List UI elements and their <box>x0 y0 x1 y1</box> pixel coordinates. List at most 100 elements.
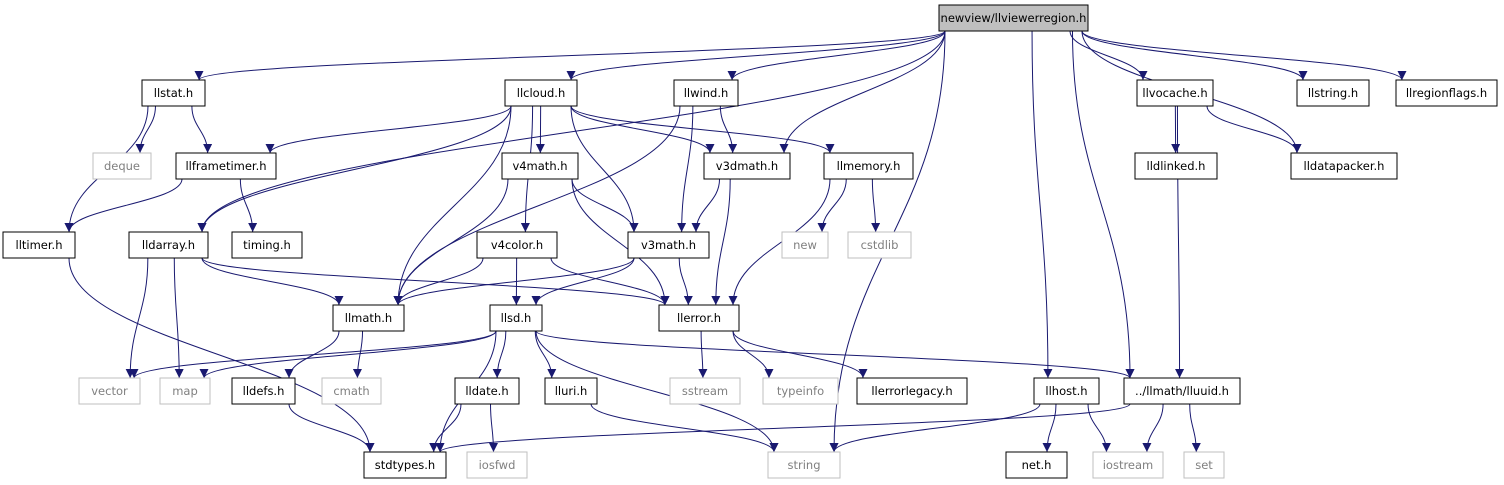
edge-v3math-to-llmath <box>393 257 635 306</box>
node-label-v4math: v4math.h <box>512 159 567 173</box>
node-box-llregionflags <box>1395 79 1498 107</box>
node-box-cmath <box>321 377 382 405</box>
edge-root-to-llstat <box>194 30 946 81</box>
node-label-net: net.h <box>1022 458 1052 472</box>
node-string: string <box>767 451 841 479</box>
node-label-map: map <box>172 384 198 398</box>
node-llregionflags[interactable]: llregionflags.h <box>1395 79 1498 107</box>
node-llstring[interactable]: llstring.h <box>1296 79 1370 107</box>
node-box-llhost <box>1033 377 1100 405</box>
edge-llframetimer-to-timing <box>239 178 258 233</box>
node-box-llstat <box>141 79 206 107</box>
node-label-llhost: llhost.h <box>1045 384 1087 398</box>
node-llerrorlegacy[interactable]: llerrorlegacy.h <box>856 377 968 405</box>
node-lldlinked[interactable]: lldlinked.h <box>1134 152 1218 180</box>
node-deque: deque <box>92 152 152 180</box>
node-label-deque: deque <box>104 159 140 173</box>
edge-root-to-lluuid <box>1071 30 1135 379</box>
edge-lldarray-to-llmath <box>201 257 344 306</box>
edge-root-to-lldarray <box>197 30 946 233</box>
node-llerror[interactable]: llerror.h <box>658 304 740 332</box>
node-box-string <box>767 451 841 479</box>
node-v3dmath[interactable]: v3dmath.h <box>703 152 791 180</box>
node-root[interactable]: newview/llviewerregion.h <box>938 4 1089 32</box>
edge-v4color-to-llmath <box>393 257 484 306</box>
edge-llmath-to-cmath <box>352 330 364 379</box>
node-box-llmemory <box>823 152 914 180</box>
node-llhost[interactable]: llhost.h <box>1033 377 1100 405</box>
node-lltimer[interactable]: lltimer.h <box>2 231 76 259</box>
node-v3math[interactable]: v3math.h <box>627 231 710 259</box>
node-llsd[interactable]: llsd.h <box>489 304 543 332</box>
node-label-llerrorlegacy: llerrorlegacy.h <box>871 384 952 398</box>
edge-llcloud-to-llframetimer <box>265 105 512 154</box>
node-v4color[interactable]: v4color.h <box>476 231 558 259</box>
node-lldefs[interactable]: lldefs.h <box>231 377 296 405</box>
node-set: set <box>1183 451 1225 479</box>
edge-llmemory-to-cstdlib <box>871 178 881 233</box>
node-llmemory[interactable]: llmemory.h <box>823 152 914 180</box>
node-box-lldarray <box>128 231 209 259</box>
edge-v4math-to-llmath <box>393 178 509 306</box>
node-lldarray[interactable]: lldarray.h <box>128 231 209 259</box>
node-box-stdtypes <box>363 451 447 479</box>
node-llvocache[interactable]: llvocache.h <box>1136 79 1214 107</box>
node-lluuid[interactable]: ../llmath/lluuid.h <box>1123 377 1241 405</box>
edge-llcloud-to-lldarray <box>197 105 512 233</box>
edge-llcloud-to-v3math <box>570 105 639 233</box>
node-label-iosfwd: iosfwd <box>479 458 516 472</box>
node-cmath: cmath <box>321 377 382 405</box>
node-label-set: set <box>1195 458 1213 472</box>
edge-v3dmath-to-llerror <box>711 178 731 306</box>
node-label-lltimer: lltimer.h <box>16 238 63 252</box>
node-label-new: new <box>793 238 817 252</box>
node-box-vector <box>78 377 141 405</box>
node-sstream: sstream <box>669 377 741 405</box>
node-llwind[interactable]: llwind.h <box>673 79 739 107</box>
node-box-iosfwd <box>466 451 528 479</box>
edge-llsd-to-string <box>535 330 779 453</box>
edge-llframetimer-to-lltimer <box>64 178 183 233</box>
edge-llstat-to-llframetimer <box>191 105 213 154</box>
node-label-llsd: llsd.h <box>501 311 532 325</box>
edge-v4math-to-llerror <box>571 178 670 306</box>
node-stdtypes[interactable]: stdtypes.h <box>363 451 447 479</box>
node-lldate[interactable]: lldate.h <box>454 377 520 405</box>
node-label-lldatapacker: lldatapacker.h <box>1304 159 1385 173</box>
edge-llsd-to-vector <box>129 330 497 379</box>
node-lldatapacker[interactable]: lldatapacker.h <box>1290 152 1398 180</box>
node-llcloud[interactable]: llcloud.h <box>504 79 578 107</box>
node-box-root <box>938 4 1089 32</box>
edge-lluri-to-string <box>590 403 779 453</box>
node-label-lldlinked: lldlinked.h <box>1147 159 1206 173</box>
node-box-sstream <box>669 377 741 405</box>
node-label-iostream: iostream <box>1103 458 1154 472</box>
node-net[interactable]: net.h <box>1005 451 1068 479</box>
node-iostream: iostream <box>1092 451 1164 479</box>
edge-llsd-to-lluuid <box>535 330 1135 379</box>
edge-lluuid-to-stdtypes <box>435 403 1131 453</box>
node-typeinfo: typeinfo <box>762 377 839 405</box>
node-box-v4math <box>501 152 579 180</box>
node-llmath[interactable]: llmath.h <box>332 304 405 332</box>
node-label-lldarray: lldarray.h <box>142 238 195 252</box>
edge-llwind-to-llmath <box>393 105 681 306</box>
node-timing[interactable]: timing.h <box>231 231 303 259</box>
node-label-lldefs: lldefs.h <box>243 384 285 398</box>
edge-lldate-to-stdtypes <box>429 403 462 453</box>
node-llframetimer[interactable]: llframetimer.h <box>175 152 277 180</box>
edge-lldate-to-iosfwd <box>488 403 498 453</box>
node-v4math[interactable]: v4math.h <box>501 152 579 180</box>
node-lluri[interactable]: lluri.h <box>544 377 598 405</box>
edge-llhost-to-iostream <box>1087 403 1111 453</box>
node-box-deque <box>92 152 152 180</box>
node-llstat[interactable]: llstat.h <box>141 79 206 107</box>
node-iosfwd: iosfwd <box>466 451 528 479</box>
node-label-v4color: v4color.h <box>491 238 543 252</box>
node-label-llcloud: llcloud.h <box>517 86 565 100</box>
node-box-lluuid <box>1123 377 1241 405</box>
node-label-string: string <box>787 458 820 472</box>
node-box-lltimer <box>2 231 76 259</box>
node-label-typeinfo: typeinfo <box>777 384 824 398</box>
node-box-llwind <box>673 79 739 107</box>
